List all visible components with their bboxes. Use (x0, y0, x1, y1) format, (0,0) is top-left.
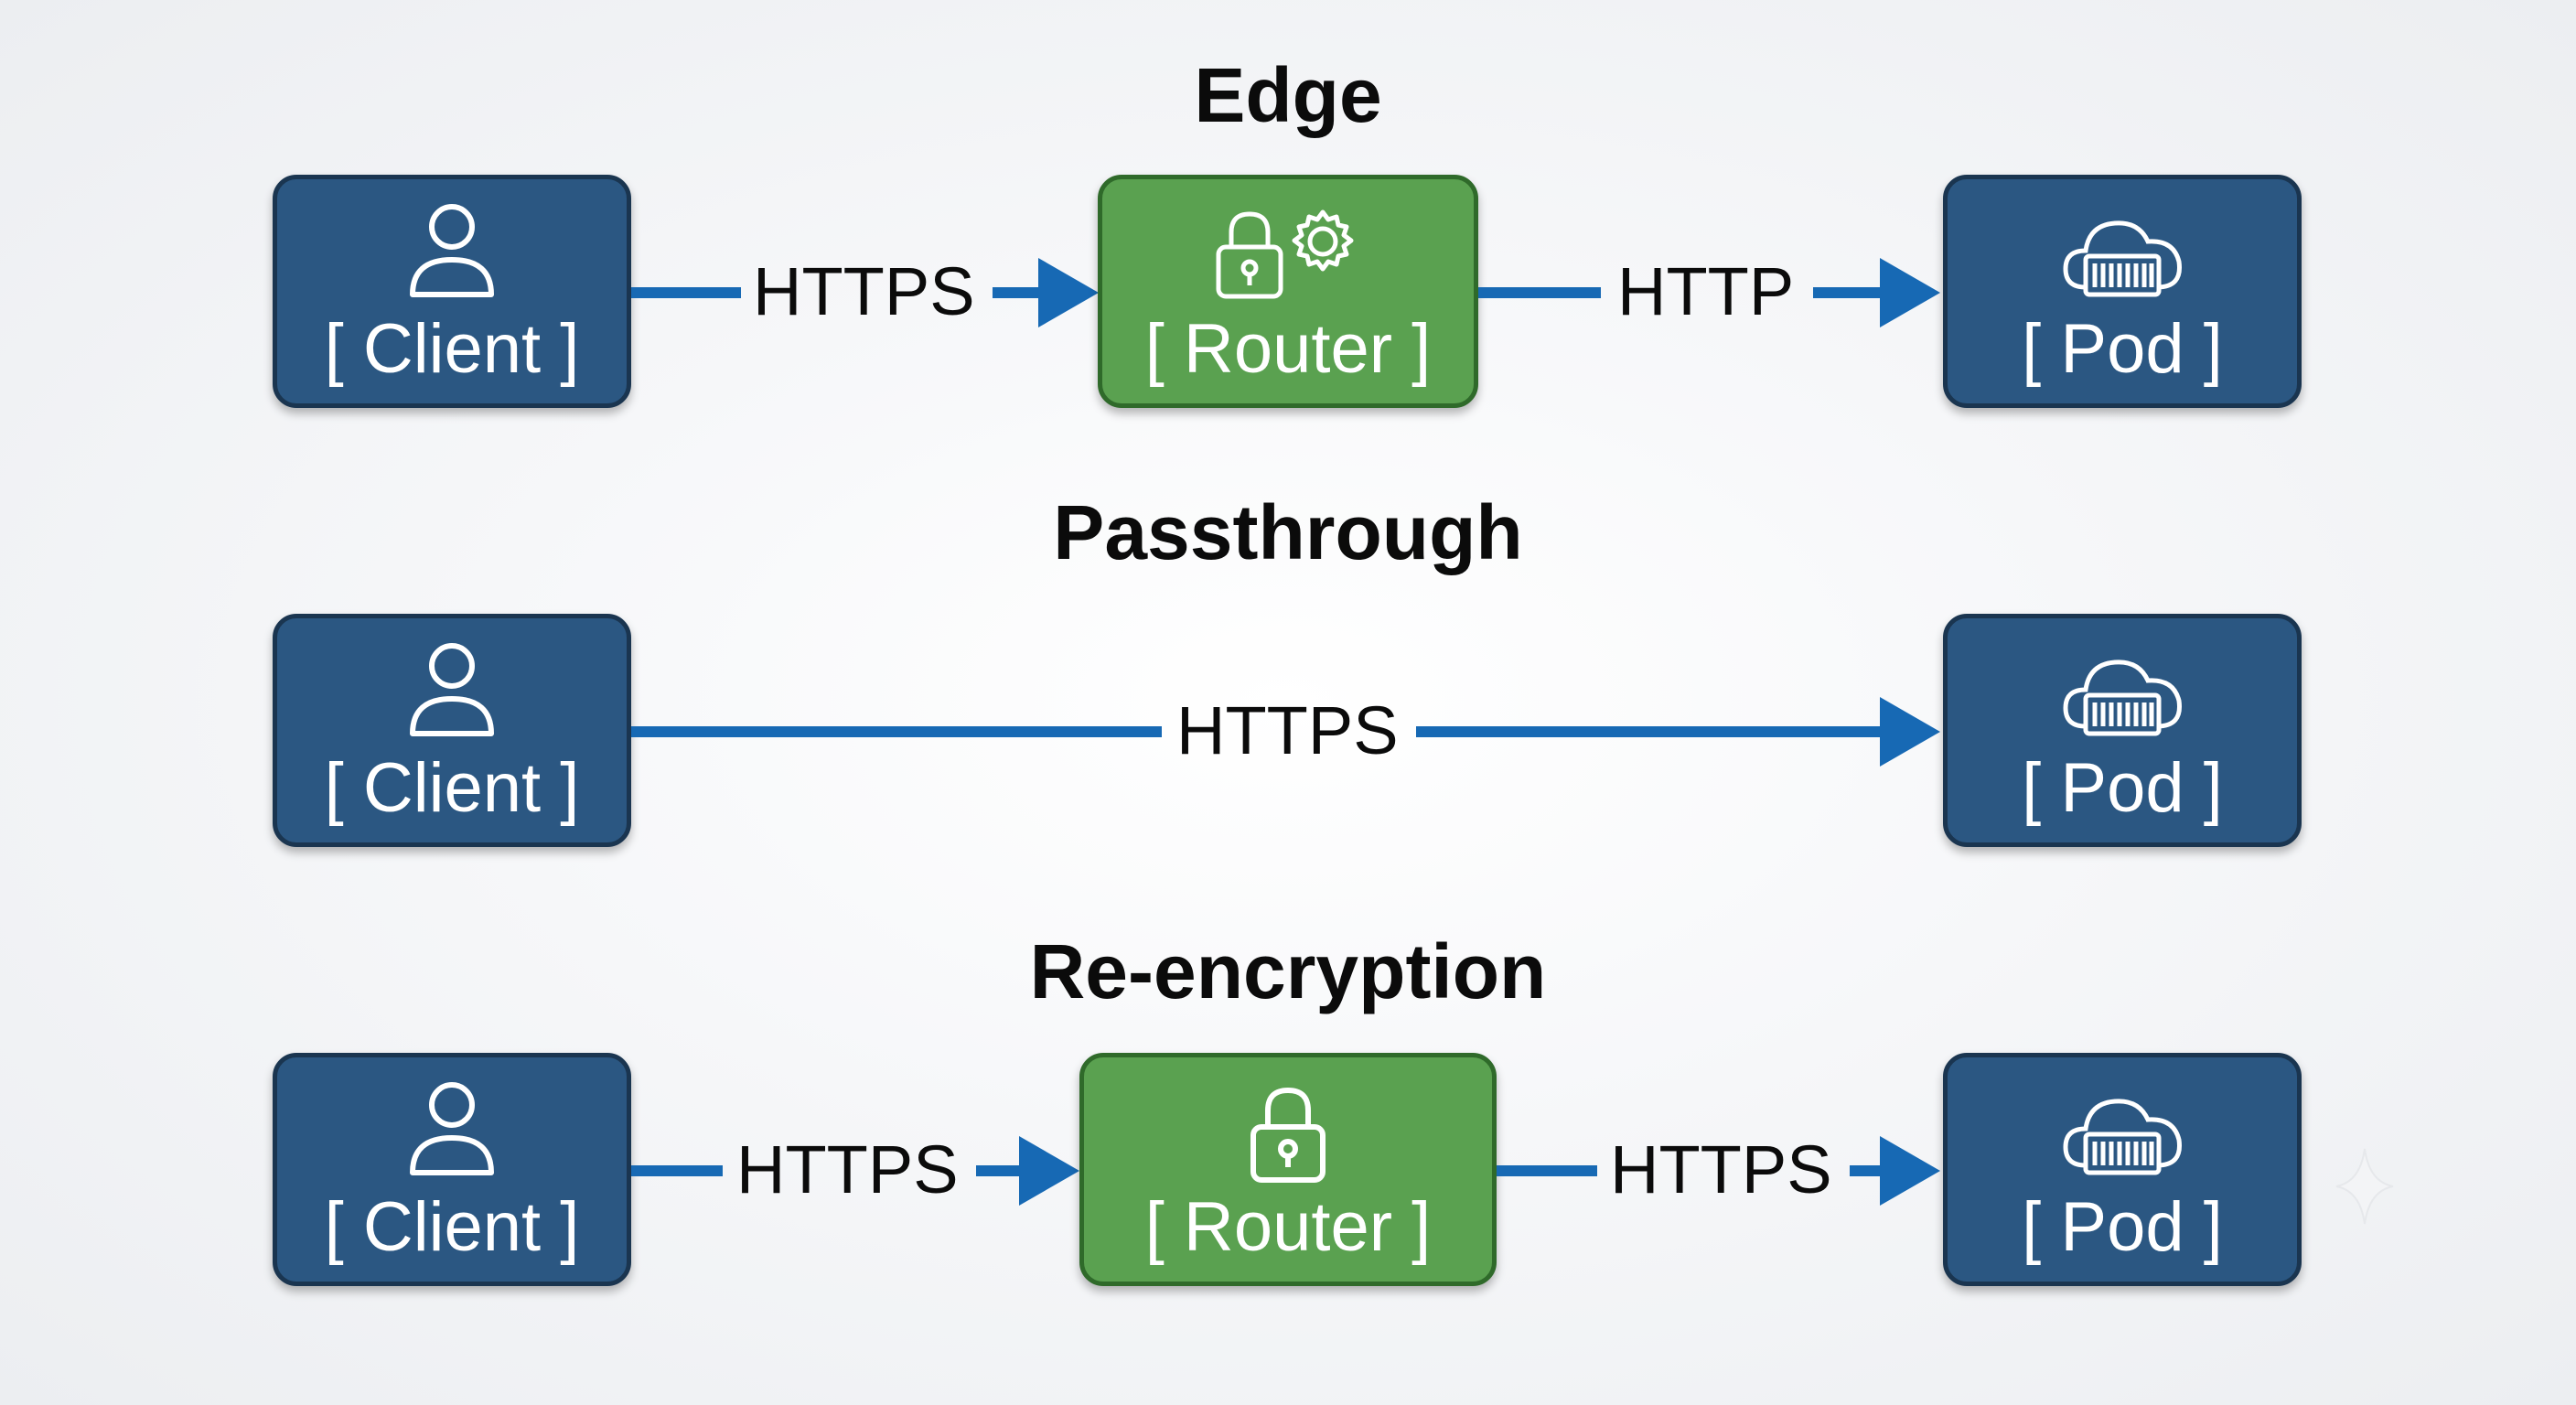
user-icon (277, 1078, 627, 1185)
passthrough-link-line-b (1416, 726, 1886, 737)
edge-link-2-line (1478, 287, 1601, 298)
user-icon (277, 199, 627, 307)
edge-link-2-line-b (1813, 287, 1886, 298)
edge-link-2-label: HTTP (1617, 253, 1795, 329)
edge-link-1-arrowhead (1038, 258, 1099, 327)
pod-label: [ Pod ] (2022, 1188, 2223, 1266)
reencrypt-link-2-line-b (1850, 1165, 1886, 1176)
lock-icon (1084, 1078, 1492, 1185)
user-icon (277, 638, 627, 746)
passthrough-link-label: HTTPS (1176, 692, 1399, 768)
sparkle-icon (2335, 1148, 2394, 1225)
section-title-reencryption: Re-encryption (1029, 928, 1547, 1014)
router-label: [ Router ] (1144, 310, 1432, 388)
client-label: [ Client ] (324, 310, 580, 388)
cloud-container-icon (1948, 199, 2297, 307)
reencrypt-link-2-label: HTTPS (1610, 1132, 1832, 1207)
cloud-container-icon (1948, 638, 2297, 746)
lock-gear-icon (1102, 199, 1474, 307)
edge-pod-node: [ Pod ] (1943, 175, 2302, 408)
passthrough-client-node: [ Client ] (273, 614, 631, 847)
router-label: [ Router ] (1144, 1188, 1432, 1266)
reencrypt-link-2-line (1497, 1165, 1597, 1176)
edge-link-2-arrowhead (1880, 258, 1940, 327)
reencrypt-router-node: [ Router ] (1079, 1053, 1497, 1286)
passthrough-link-arrowhead (1880, 697, 1940, 767)
reencrypt-link-1-line-b (976, 1165, 1027, 1176)
section-title-passthrough: Passthrough (1053, 489, 1523, 575)
reencrypt-link-1-line (631, 1165, 723, 1176)
reencrypt-pod-node: [ Pod ] (1943, 1053, 2302, 1286)
pod-label: [ Pod ] (2022, 749, 2223, 827)
reencrypt-client-node: [ Client ] (273, 1053, 631, 1286)
section-title-edge: Edge (1194, 52, 1382, 138)
cloud-container-icon (1948, 1078, 2297, 1185)
client-label: [ Client ] (324, 749, 580, 827)
passthrough-link-line (631, 726, 1162, 737)
passthrough-pod-node: [ Pod ] (1943, 614, 2302, 847)
edge-link-1-line (631, 287, 741, 298)
edge-link-1-label: HTTPS (753, 253, 975, 329)
pod-label: [ Pod ] (2022, 310, 2223, 388)
reencrypt-link-1-arrowhead (1019, 1136, 1079, 1206)
reencrypt-link-2-arrowhead (1880, 1136, 1940, 1206)
edge-client-node: [ Client ] (273, 175, 631, 408)
edge-router-node: [ Router ] (1098, 175, 1478, 408)
reencrypt-link-1-label: HTTPS (736, 1132, 959, 1207)
client-label: [ Client ] (324, 1188, 580, 1266)
